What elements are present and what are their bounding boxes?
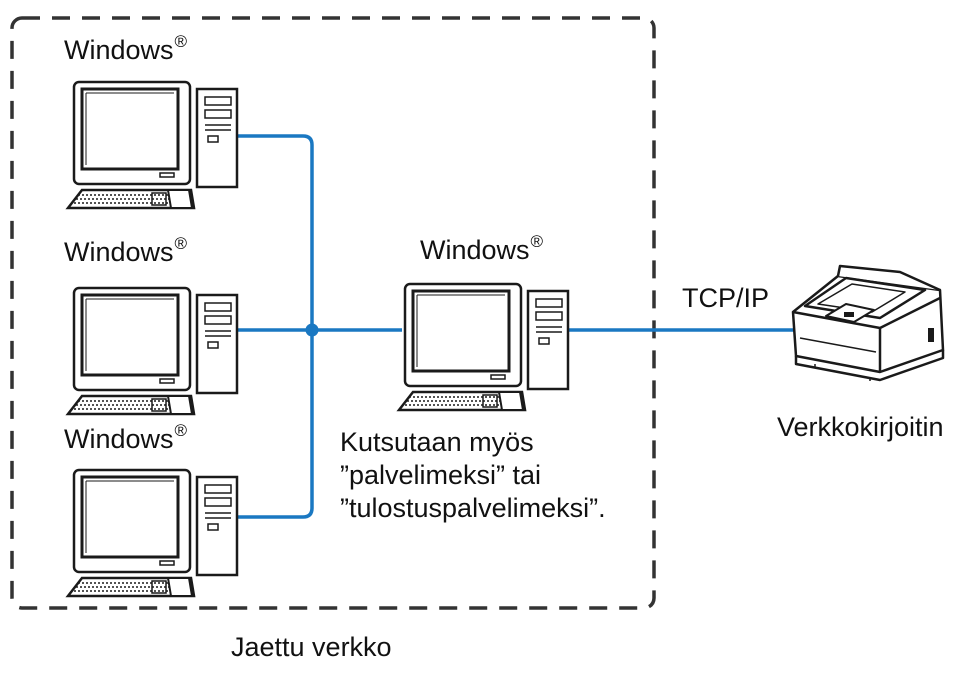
client-computer-3-icon	[66, 468, 239, 598]
server-description-line-3: ”tulostuspalvelimeksi”.	[340, 493, 606, 523]
client-3-os-label: Windows®	[64, 421, 188, 454]
network-junction-node	[305, 323, 319, 337]
printer-label: Verkkokirjoitin	[777, 412, 944, 442]
client-computer-1-icon	[66, 80, 239, 210]
client-1-os-label: Windows®	[64, 32, 188, 65]
protocol-label: TCP/IP	[682, 283, 770, 313]
client-bus-line	[237, 134, 314, 519]
network-printer-icon	[791, 264, 945, 382]
server-description-line-2: ”palvelimeksi” tai	[340, 460, 542, 490]
server-os-label: Windows®	[420, 232, 544, 265]
client-computer-2-icon	[66, 286, 239, 416]
server-description: Kutsutaan myös ”palvelimeksi” tai ”tulos…	[340, 426, 606, 525]
server-description-line-1: Kutsutaan myös	[340, 427, 534, 457]
client-2-os-label: Windows®	[64, 234, 188, 267]
network-label: Jaettu verkko	[231, 632, 392, 662]
shared-network-boundary	[10, 16, 656, 610]
server-computer-icon	[397, 282, 570, 412]
